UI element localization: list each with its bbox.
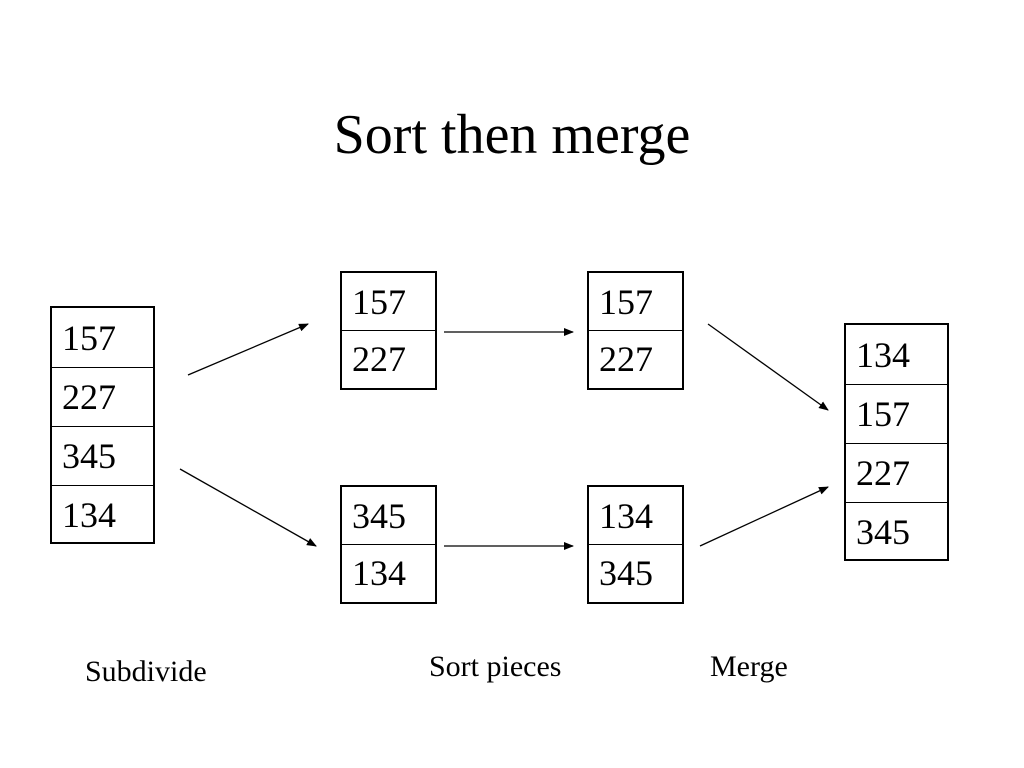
split-top-box: 157 227 bbox=[340, 271, 437, 390]
array-cell: 157 bbox=[599, 281, 653, 322]
array-cell: 345 bbox=[352, 495, 406, 536]
array-cell: 157 bbox=[62, 317, 116, 358]
array-cell: 345 bbox=[52, 426, 153, 485]
arrow-subdivide-top bbox=[187, 323, 309, 376]
array-cell: 157 bbox=[846, 384, 947, 443]
slide-title: Sort then merge bbox=[333, 104, 691, 166]
sort-pieces-label: Sort pieces bbox=[429, 650, 562, 683]
sorted-bottom-box: 134 345 bbox=[587, 485, 684, 604]
subdivide-label: Subdivide bbox=[85, 655, 207, 688]
original-array-box: 157 227 345 134 bbox=[50, 306, 155, 544]
arrow-merge-bottom bbox=[699, 486, 829, 547]
arrow-merge-top bbox=[707, 323, 829, 411]
array-cell: 227 bbox=[846, 443, 947, 502]
array-cell: 134 bbox=[52, 485, 153, 544]
array-cell: 345 bbox=[846, 502, 947, 561]
merge-label: Merge bbox=[710, 650, 788, 683]
array-cell: 134 bbox=[856, 334, 910, 375]
array-cell: 345 bbox=[589, 544, 682, 601]
sorted-top-box: 157 227 bbox=[587, 271, 684, 390]
array-cell: 227 bbox=[342, 330, 435, 387]
arrow-subdivide-bottom bbox=[179, 468, 317, 547]
array-cell: 134 bbox=[342, 544, 435, 601]
array-cell: 157 bbox=[352, 281, 406, 322]
array-cell: 134 bbox=[599, 495, 653, 536]
split-bottom-box: 345 134 bbox=[340, 485, 437, 604]
array-cell: 227 bbox=[52, 367, 153, 426]
array-cell: 227 bbox=[589, 330, 682, 387]
merged-array-box: 134 157 227 345 bbox=[844, 323, 949, 561]
